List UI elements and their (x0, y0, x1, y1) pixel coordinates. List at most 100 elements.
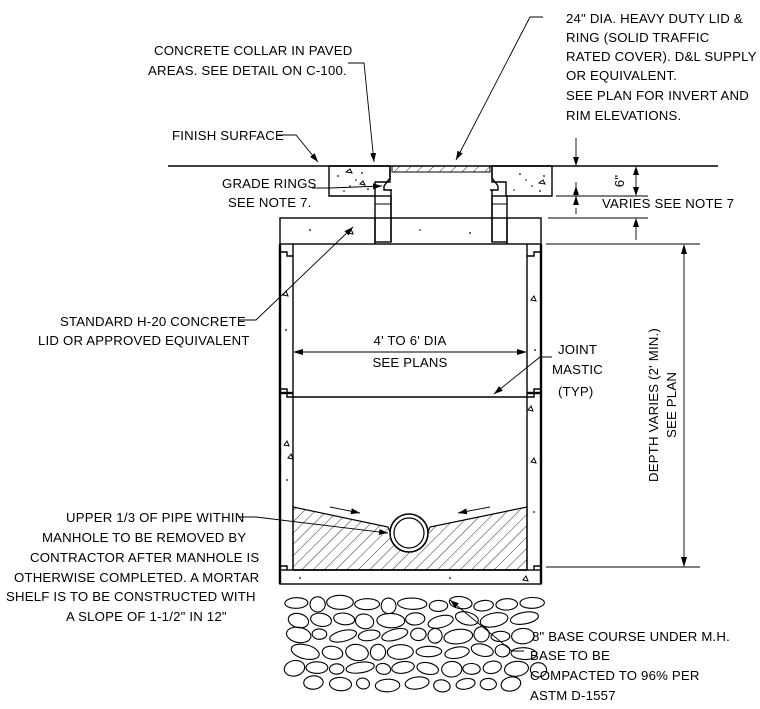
gravel-stone (410, 627, 427, 642)
svg-text:ASTM D-1557: ASTM D-1557 (530, 688, 616, 703)
gravel-stone (479, 612, 509, 628)
dimension-lines (293, 138, 700, 568)
gravel-stone (444, 646, 470, 660)
gravel-stone (321, 645, 344, 660)
svg-text:DEPTH VARIES (2' MIN.): DEPTH VARIES (2' MIN.) (646, 328, 661, 482)
svg-text:BASE TO BE: BASE TO BE (530, 648, 610, 663)
gravel-stone (376, 612, 406, 629)
manhole-lid-frame (383, 165, 499, 191)
svg-text:RATED COVER). D&L SUPPLY: RATED COVER). D&L SUPPLY (566, 49, 757, 64)
gravel-stone (473, 626, 490, 643)
gravel-stone (473, 599, 494, 612)
gravel-stone (443, 628, 474, 645)
gravel-stone (509, 611, 540, 625)
svg-text:4' TO 6' DIA: 4' TO 6' DIA (374, 333, 447, 348)
gravel-stone (309, 596, 326, 613)
svg-text:24" DIA. HEAVY DUTY LID &: 24" DIA. HEAVY DUTY LID & (566, 11, 743, 26)
svg-text:CONTRACTOR AFTER MANHOLE IS: CONTRACTOR AFTER MANHOLE IS (30, 550, 259, 565)
gravel-stone (448, 595, 473, 610)
gravel-stone (416, 661, 439, 676)
gravel-stone (303, 675, 324, 690)
svg-text:SHELF IS TO BE CONSTRUCTED WIT: SHELF IS TO BE CONSTRUCTED WITH (6, 589, 256, 604)
gravel-stone (328, 663, 345, 675)
gravel-stone (441, 660, 463, 678)
svg-text:(TYP): (TYP) (558, 384, 593, 399)
leader-lines (238, 16, 552, 652)
svg-text:OTHERWISE COMPLETED. A MORTAR: OTHERWISE COMPLETED. A MORTAR (14, 570, 259, 585)
gravel-stone (427, 627, 443, 644)
gravel-base-course (283, 594, 548, 693)
svg-text:OR EQUIVALENT.: OR EQUIVALENT. (566, 68, 677, 83)
gravel-stone (354, 613, 375, 630)
gravel-stone (454, 611, 479, 626)
gravel-stone (479, 677, 497, 691)
label-base-course: 8" BASE COURSE UNDER M.H. BASE TO BE COM… (530, 629, 730, 703)
gravel-stone (356, 677, 371, 690)
gravel-stone (500, 676, 522, 692)
gravel-stone (404, 676, 430, 690)
label-pipe-note: UPPER 1/3 OF PIPE WITHIN MANHOLE TO BE R… (6, 510, 259, 624)
svg-text:COMPACTED TO 96% PER: COMPACTED TO 96% PER (530, 668, 700, 683)
svg-text:CONCRETE COLLAR IN PAVED: CONCRETE COLLAR IN PAVED (154, 43, 353, 58)
gravel-stone (391, 660, 415, 674)
svg-text:MANHOLE TO BE REMOVED BY: MANHOLE TO BE REMOVED BY (42, 530, 246, 545)
gravel-stone (495, 598, 519, 611)
gravel-stone (333, 612, 356, 626)
gravel-stone (428, 599, 449, 612)
gravel-stone (427, 614, 454, 629)
gravel-stone (375, 662, 392, 675)
gravel-stone (470, 643, 494, 658)
label-diameter: 4' TO 6' DIA SEE PLANS (372, 333, 447, 370)
label-lid-ring: 24" DIA. HEAVY DUTY LID & RING (SOLID TR… (566, 11, 757, 123)
svg-text:A SLOPE OF 1-1/2" IN 12": A SLOPE OF 1-1/2" IN 12" (66, 609, 227, 624)
gravel-stone (433, 679, 451, 693)
gravel-stone (305, 661, 329, 674)
gravel-stone (311, 628, 328, 640)
label-grade-rings: GRADE RINGS SEE NOTE 7. (222, 176, 317, 210)
label-varies-note: VARIES SEE NOTE 7 (602, 196, 734, 211)
svg-text:UPPER 1/3 OF PIPE WITHIN: UPPER 1/3 OF PIPE WITHIN (66, 510, 244, 525)
svg-text:8" BASE COURSE UNDER M.H.: 8" BASE COURSE UNDER M.H. (532, 629, 730, 644)
gravel-stone (345, 643, 369, 662)
gravel-stone (503, 660, 529, 677)
svg-text:RIM ELEVATIONS.: RIM ELEVATIONS. (566, 108, 681, 123)
gravel-stone (494, 643, 511, 658)
gravel-stone (369, 643, 387, 661)
svg-text:SEE PLANS: SEE PLANS (372, 355, 447, 370)
label-concrete-collar: CONCRETE COLLAR IN PAVED AREAS. SEE DETA… (148, 43, 353, 78)
svg-text:SEE NOTE 7.: SEE NOTE 7. (228, 195, 312, 210)
svg-text:STANDARD H-20 CONCRETE: STANDARD H-20 CONCRETE (60, 314, 246, 329)
svg-text:JOINT: JOINT (558, 342, 597, 357)
gravel-stone (415, 645, 443, 658)
gravel-stone (285, 626, 312, 644)
gravel-stone (326, 594, 354, 610)
gravel-stone (529, 662, 548, 678)
label-standard-lid: STANDARD H-20 CONCRETE LID OR APPROVED E… (38, 314, 250, 348)
gravel-stone (462, 662, 481, 675)
svg-text:GRADE RINGS: GRADE RINGS (222, 176, 317, 191)
gravel-stone (397, 597, 428, 610)
gravel-stone (510, 647, 538, 661)
gravel-stone (455, 677, 476, 690)
gravel-stone (374, 678, 401, 693)
gravel-stone (345, 661, 375, 674)
svg-text:MASTIC: MASTIC (552, 362, 603, 377)
gravel-stone (381, 627, 409, 642)
gravel-stone (283, 659, 306, 677)
label-finish-surface: FINISH SURFACE (172, 128, 284, 143)
gravel-stone (482, 660, 502, 675)
gravel-stone (511, 627, 535, 645)
pipe-section (389, 513, 429, 553)
gravel-stone (386, 644, 414, 660)
gravel-stone (284, 597, 309, 609)
label-six-inch: 6" (612, 175, 627, 188)
label-depth: DEPTH VARIES (2' MIN.) SEE PLAN (646, 328, 679, 482)
gravel-stone (519, 596, 545, 609)
gravel-stone (357, 629, 381, 642)
svg-text:LID OR APPROVED EQUIVALENT: LID OR APPROVED EQUIVALENT (38, 333, 250, 348)
gravel-stone (290, 643, 320, 660)
svg-text:RING (SOLID TRAFFIC: RING (SOLID TRAFFIC (566, 30, 710, 45)
gravel-stone (328, 676, 353, 692)
svg-text:SEE PLAN FOR INVERT AND: SEE PLAN FOR INVERT AND (566, 88, 749, 103)
